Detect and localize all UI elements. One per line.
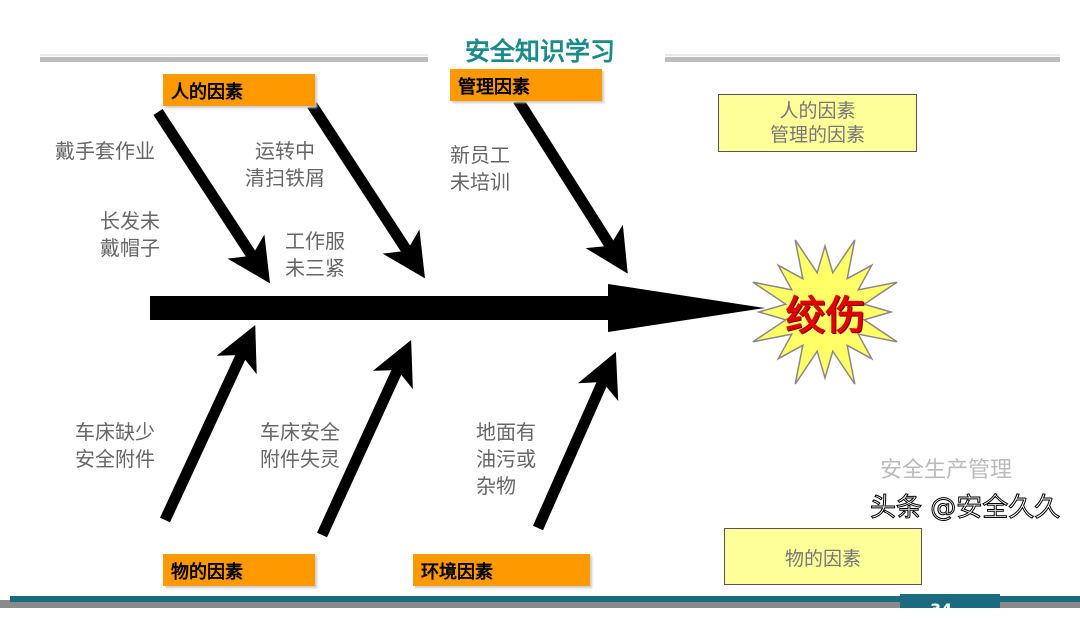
branch-arrow: [160, 325, 257, 523]
footer-gray: [0, 600, 1080, 608]
branch-arrow: [513, 97, 628, 274]
header-rule-right: [665, 54, 1060, 62]
cause-text: 工作服 未三紧: [285, 229, 345, 280]
cause-text: 车床安全 附件失灵: [260, 420, 340, 471]
header-rule-left: [40, 54, 428, 62]
cause-text: 车床缺少 安全附件: [75, 420, 155, 471]
watermark-line1: 安全生产管理: [880, 458, 1013, 483]
category-people: 人的因素: [163, 74, 315, 106]
branch-arrow: [307, 101, 426, 279]
note-top: 人的因素 管理的因素: [718, 94, 917, 152]
page-number-tab: [900, 594, 1000, 608]
cause-text: 戴手套作业: [55, 139, 155, 163]
page-title: 安全知识学习: [464, 37, 615, 66]
starburst-shape: [752, 239, 898, 385]
cause-text: 运转中 清扫铁屑: [245, 139, 325, 190]
spine-arrow: [150, 284, 765, 332]
cause-text: 长发未 戴帽子: [100, 209, 160, 260]
note-bottom: 物的因素: [724, 528, 922, 585]
category-management: 管理因素: [450, 69, 602, 101]
branch-arrow: [153, 108, 271, 284]
footer-teal: [10, 596, 1080, 602]
branch-arrow: [532, 351, 619, 531]
effect-label: 绞伤: [785, 293, 866, 339]
category-things: 物的因素: [163, 554, 315, 586]
watermark-line2: 头条 @安全久久: [869, 493, 1061, 524]
cause-text: 新员工 未培训: [450, 143, 510, 194]
branch-arrow: [316, 339, 413, 538]
cause-text: 地面有 油污或 杂物: [476, 420, 536, 498]
category-environment: 环境因素: [413, 554, 590, 586]
page-number: 34: [930, 600, 953, 619]
